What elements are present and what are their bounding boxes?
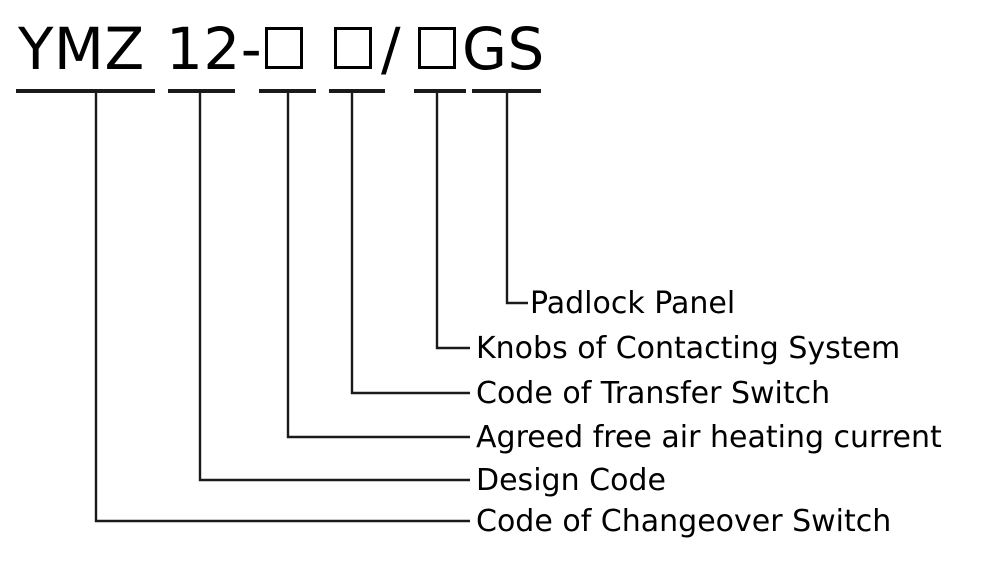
callout-leaders xyxy=(94,91,528,523)
callout-label-agreed-current: Agreed free air heating current xyxy=(476,420,942,455)
code-title-row: YMZ 12- / GS xyxy=(0,0,1000,90)
callout-label-code-changeover: Code of Changeover Switch xyxy=(476,504,892,539)
callout-label-padlock-panel: Padlock Panel xyxy=(530,286,736,321)
leader-knobs-contacting xyxy=(435,91,470,350)
leader-design-code xyxy=(198,91,470,482)
callout-label-knobs-contacting: Knobs of Contacting System xyxy=(476,331,901,366)
code-part-slash: / xyxy=(381,15,402,83)
leader-code-changeover xyxy=(94,91,470,523)
code-placeholder-box-transfer xyxy=(334,27,372,69)
callout-label-code-transfer: Code of Transfer Switch xyxy=(476,376,831,411)
code-part-suffix: GS xyxy=(462,15,545,83)
leader-padlock-panel xyxy=(505,91,528,305)
code-part-design: 12- xyxy=(166,15,263,83)
leader-agreed-current xyxy=(286,91,470,439)
leader-code-transfer xyxy=(350,91,470,395)
code-placeholder-box-current xyxy=(265,27,303,69)
code-part-series: YMZ xyxy=(18,15,145,83)
code-placeholder-box-knobs xyxy=(418,27,456,69)
callout-label-design-code: Design Code xyxy=(476,463,666,498)
